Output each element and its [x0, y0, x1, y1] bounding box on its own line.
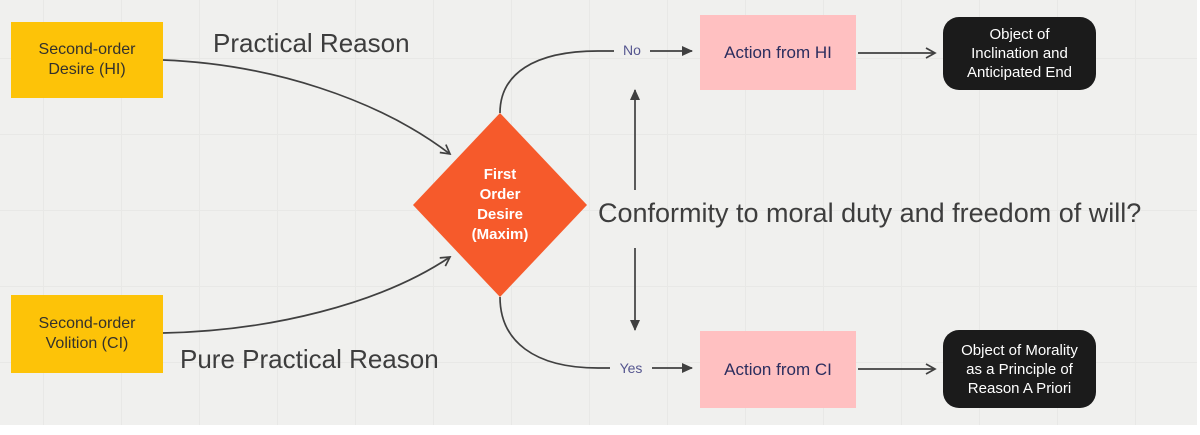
- conformity-question-label: Conformity to moral duty and freedom of …: [598, 198, 1142, 228]
- action-from-hi-node: Action from HI: [700, 15, 856, 90]
- first-order-desire-label: First Order Desire (Maxim): [471, 166, 529, 243]
- yes-label: Yes: [610, 360, 652, 376]
- second-order-volition-node: Second-order Volition (CI): [11, 295, 163, 373]
- object-of-morality-node: Object of Morality as a Principle of Rea…: [943, 330, 1096, 408]
- edge-no-branch: [499, 46, 693, 114]
- action-from-ci-node: Action from CI: [700, 331, 856, 408]
- practical-reason-label: Practical Reason: [213, 28, 410, 58]
- no-label: No: [614, 42, 650, 58]
- edge-practical-reason: [162, 59, 452, 156]
- object-of-inclination-node: Object of Inclination and Anticipated En…: [943, 17, 1096, 90]
- first-order-desire-node: [413, 113, 587, 297]
- second-order-desire-node: Second-order Desire (HI): [11, 22, 163, 98]
- pure-practical-reason-label: Pure Practical Reason: [180, 344, 439, 374]
- edge-pure-practical-reason: [162, 256, 452, 334]
- edge-yes-branch: [499, 296, 693, 373]
